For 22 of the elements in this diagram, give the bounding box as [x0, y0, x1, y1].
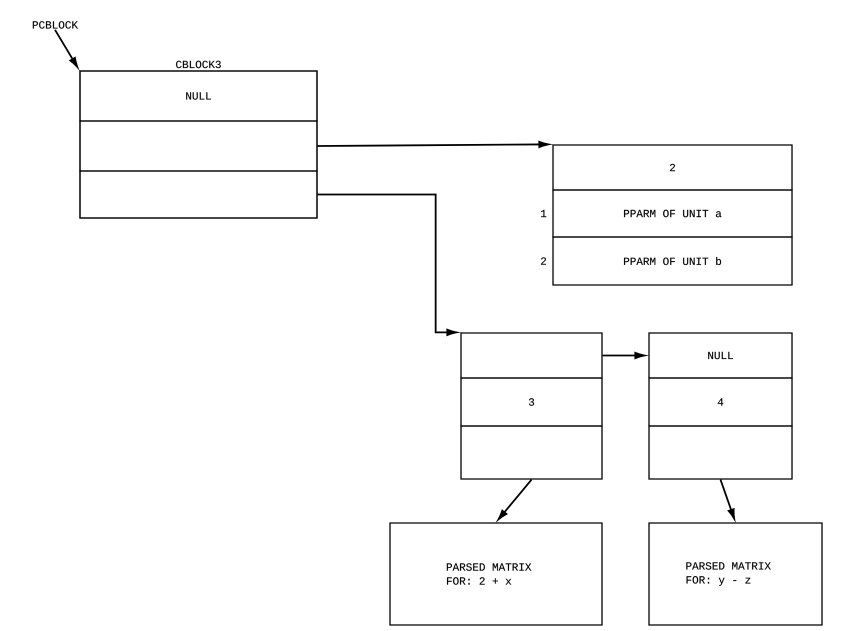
field-cell: 4 — [648, 377, 793, 427]
arrow — [54, 29, 78, 68]
field-cell — [648, 425, 793, 480]
matrix-box: PARSED MATRIX FOR: y - z — [648, 522, 823, 626]
index-number: 1 — [541, 210, 546, 218]
pointer-label: PCBLOCK — [32, 21, 78, 29]
field-cell: 3 — [460, 377, 603, 427]
field-cell: PPARM OF UNIT b — [552, 236, 793, 286]
field-cell — [79, 120, 318, 172]
index-number: 2 — [541, 257, 546, 265]
field-cell — [79, 170, 318, 219]
field-cell: 2 — [552, 144, 793, 191]
arrow — [602, 352, 646, 360]
arrow — [720, 479, 736, 520]
node-label: CBLOCK3 — [176, 60, 221, 68]
matrix-box: PARSED MATRIX FOR: 2 + x — [389, 522, 603, 626]
field-cell: NULL — [648, 332, 793, 379]
field-cell: NULL — [79, 70, 318, 122]
field-cell: PPARM OF UNIT a — [552, 189, 793, 238]
field-cell — [460, 425, 603, 480]
arrow — [498, 479, 532, 520]
field-cell — [460, 332, 603, 379]
